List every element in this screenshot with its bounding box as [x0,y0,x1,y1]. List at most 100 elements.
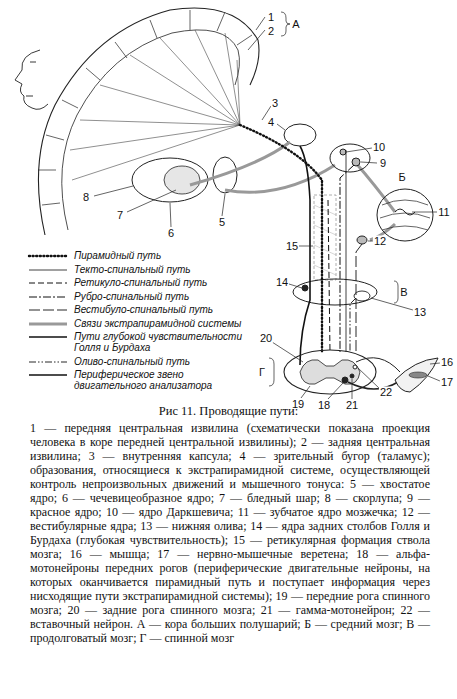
leader-line [127,190,176,212]
leader-line [272,342,303,362]
callout-number: Б [397,172,406,183]
callout-number: 14 [275,277,289,288]
alpha-motoneuron [342,377,348,383]
leader-line [299,246,313,247]
legend-text: Оливо-спинальный путь [74,356,190,367]
figure-caption: 1 — передняя центральная извилина (схема… [30,421,430,645]
legend-line [29,255,67,257]
basal-ganglia [132,124,316,202]
legend-row: Ретикуло-спинальный путь [74,277,250,288]
legend-row: Текто-спинальный путь [74,264,250,275]
callout-number: 17 [440,377,454,388]
legend-row: Связи экстрапирамидной системы [74,318,250,329]
legend-line [29,361,67,362]
interneuron [353,365,357,369]
cortical-rays [70,30,240,180]
tecto-spinal-path [346,150,347,352]
cortex-inner [62,30,240,230]
legend-row: Периферическое звено двигательного анали… [74,369,250,391]
legend-sample [26,278,70,288]
callout-number: 9 [379,158,387,169]
cortex [38,8,259,235]
leader-line [277,124,285,130]
callout-number: 1 [267,12,275,23]
legend-line [29,283,67,284]
callout-number: 18 [317,400,331,411]
leader-line [428,376,440,381]
legend-text: Рубро-спинальный путь [74,291,189,302]
vestibular-nuclei [357,236,367,244]
callout-number: 5 [218,217,226,228]
rubro-spinal-path [340,165,354,352]
leader-line [352,379,353,399]
legend-sample [26,265,70,275]
ray-lines [70,30,240,180]
leader-line [430,363,440,364]
callout-number: Г [258,367,266,378]
legend-row: Оливо-спинальный путь [74,356,250,367]
reticular-formation [314,195,336,280]
red-nucleus [352,158,360,166]
gamma-motoneuron [350,374,354,378]
legend-text: Текто-спинальный путь [74,264,191,275]
extrapyramidal-link [190,142,290,185]
muscle-spindle [409,372,427,378]
callout-number: 13 [413,307,427,318]
lentiform-nucleus [132,158,208,202]
callout-number: 16 [440,357,454,368]
legend-sample [26,319,70,329]
descending-pathways [240,125,362,365]
callout-number: 2 [267,26,275,37]
bracket [394,281,398,303]
callout-number: 7 [116,210,124,221]
grey-matter [300,360,360,385]
leader-line [346,148,372,152]
deep-sensitivity-path [300,146,310,365]
leader-line [301,386,310,398]
brace [281,12,290,36]
medulla [293,279,377,305]
cerebellum-folia [380,200,430,230]
legend-row: Вестибуло-спинальный путь [74,304,250,315]
leader-line [222,194,225,216]
callout-number: 6 [167,228,175,239]
leader-line [248,30,265,50]
leader-line [371,298,413,310]
callout-number: 10 [372,142,386,153]
leader-line [358,368,380,389]
legend-sample [26,357,70,367]
figure-title: Рис 11. Проводящие пути: [0,404,457,419]
legend-sample [26,251,70,261]
cerebellum [377,189,433,241]
legend-line [29,310,67,311]
callout-number: 12 [373,236,387,247]
callout-number: 22 [379,387,393,398]
legend-line [29,269,67,270]
sensory-root [356,358,400,372]
brainstem [293,144,433,305]
muscle [395,358,438,392]
legend-row: Пирамидный путь [74,250,250,261]
midbrain [330,144,370,172]
legend-text: Ретикуло-спинальный путь [74,277,207,288]
leader-line [361,162,377,163]
callout-number: 15 [285,241,299,252]
cortex-outline [38,8,259,235]
legend-text: Периферическое звено двигательного анали… [74,369,212,391]
olivo-spinal-path [350,298,356,352]
legend-row: Пути глубокой чувствительности Голля и Б… [74,331,250,353]
bracket [269,358,274,386]
legend-line [29,336,67,338]
vestibulo-spinal-path [356,244,362,352]
leader-line [94,186,133,196]
reticulo-spinal-path [328,200,330,352]
callout-number: А [291,19,300,30]
callout-number: 20 [259,333,273,344]
legend-text: Вестибуло-спинальный путь [74,304,213,315]
goll-burdach-nuclei [302,285,308,291]
leader-line [256,17,265,30]
legend-sample [26,370,70,380]
callout-number: 4 [267,117,275,128]
leader-line [289,284,302,288]
